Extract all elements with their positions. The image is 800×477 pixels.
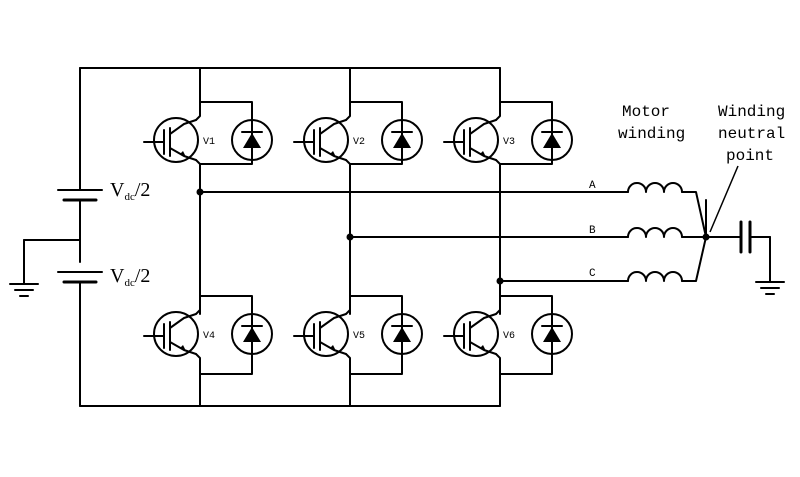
phase-b-node — [346, 233, 354, 241]
vdc-top-label: Vdc/2 — [110, 179, 150, 203]
phase-c-node — [496, 277, 504, 285]
svg-text:V4: V4 — [203, 331, 215, 342]
neutral-label-2: neutral — [718, 125, 785, 143]
svg-text:V6: V6 — [503, 331, 515, 342]
svg-text:V2: V2 — [353, 137, 365, 148]
neutral-label-1: Winding — [718, 103, 785, 121]
vdc-bottom-label: Vdc/2 — [110, 265, 150, 289]
phase-a-node — [196, 188, 204, 196]
phase-b-label: B — [589, 225, 596, 237]
dc-source-bottom — [57, 271, 103, 284]
motor-winding-label-1: Motor — [622, 103, 670, 121]
phase-c-label: C — [589, 268, 596, 280]
switch-v3: V3 — [443, 101, 573, 165]
switch-v5: V5 — [293, 295, 423, 375]
motor-windings — [627, 182, 710, 282]
phase-a-label: A — [589, 180, 596, 192]
switch-v6: V6 — [443, 295, 573, 375]
neutral-label-3: point — [726, 147, 774, 165]
phase-outputs — [196, 188, 629, 285]
svg-text:V5: V5 — [353, 331, 365, 342]
dc-bus — [79, 67, 501, 407]
switch-v1: V1 — [143, 101, 273, 165]
switch-v2: V2 — [293, 101, 423, 165]
svg-text:V1: V1 — [203, 137, 215, 148]
svg-text:V3: V3 — [503, 137, 515, 148]
dc-midpoint-ground — [9, 239, 81, 297]
neutral-capacitor-ground — [705, 220, 785, 295]
switch-v4: V4 — [143, 295, 273, 375]
motor-winding-label-2: winding — [618, 125, 685, 143]
phase-legs — [199, 67, 501, 407]
neutral-point-pointer — [709, 165, 739, 233]
dc-source-top — [57, 189, 103, 263]
